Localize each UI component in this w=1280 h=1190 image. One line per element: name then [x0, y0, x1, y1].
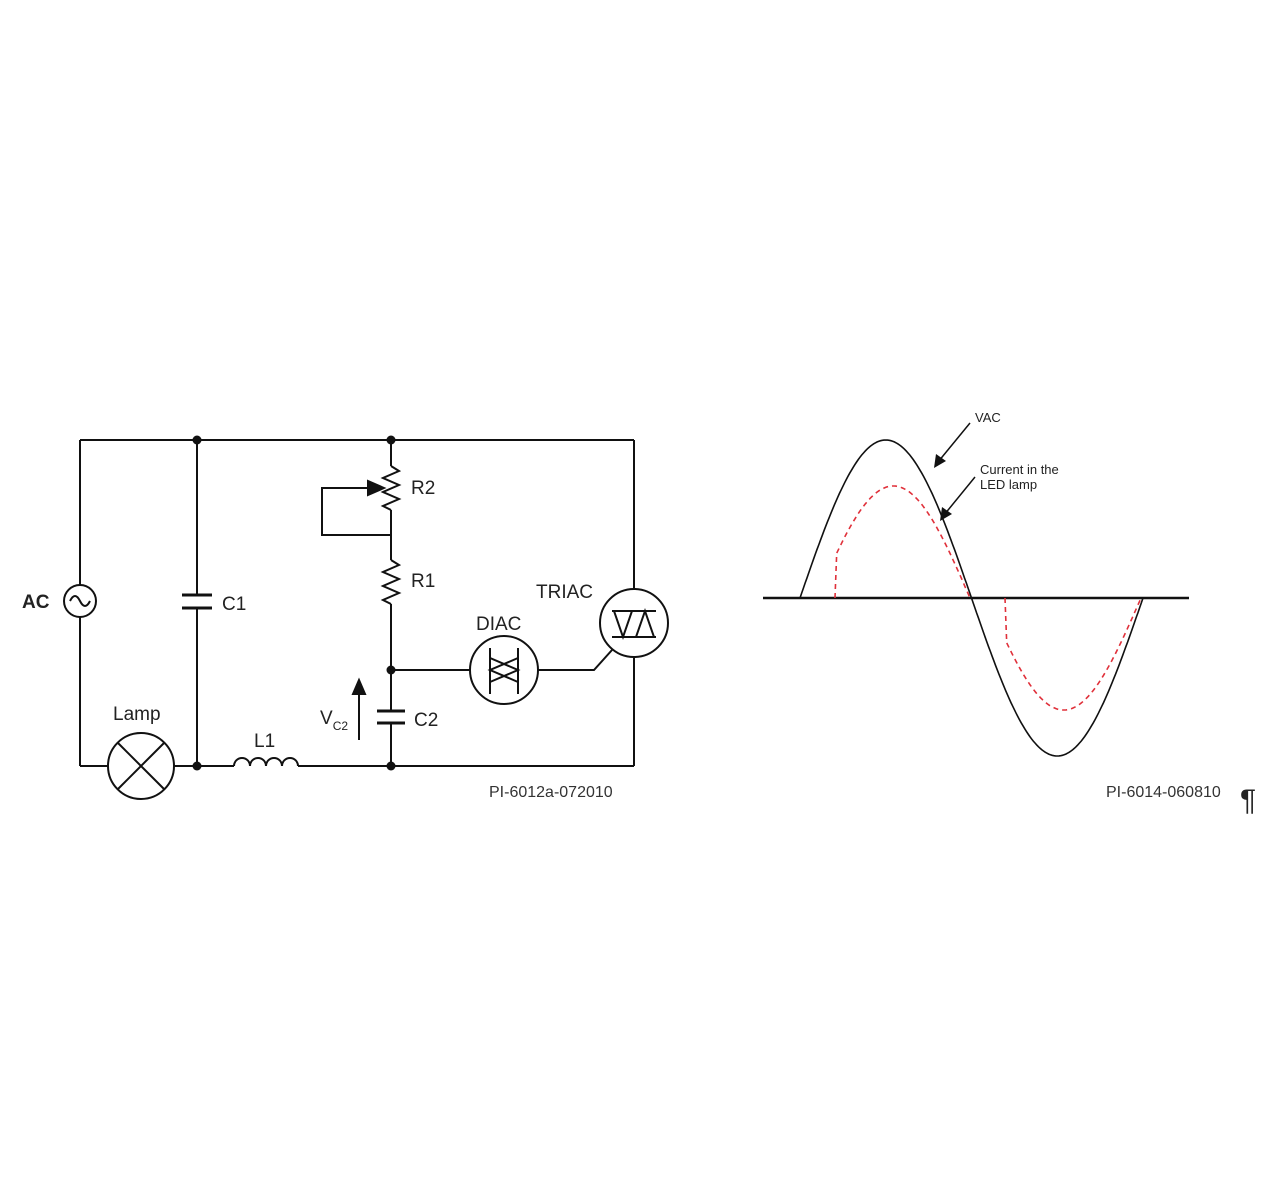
lamp-symbol [107, 732, 175, 800]
resistor-r2 [380, 465, 402, 511]
vac-pointer-line [937, 422, 971, 463]
ac-source-symbol [63, 584, 97, 618]
circuit-labels: AC Lamp C1 L1 R2 R1 VC2 C2 DIAC TRIAC PI… [22, 478, 613, 801]
circuit-figure-id: PI-6012a-072010 [489, 784, 613, 801]
triac-symbol [599, 588, 669, 658]
current-pointer-head [940, 507, 952, 521]
diac-triangle-up [489, 656, 521, 684]
vac-pointer-head [934, 454, 946, 468]
diac-to-triac-gate-wire [538, 649, 613, 671]
vc2-main: V [320, 708, 333, 729]
current-curve [834, 485, 1142, 711]
r1-label: R1 [411, 571, 435, 592]
current-label-line1: Current in the [980, 462, 1059, 477]
lamp-label: Lamp [113, 704, 161, 725]
r2-label: R2 [411, 478, 435, 499]
circuit-schematic [63, 435, 669, 800]
vc2-label: VC2 [320, 708, 348, 733]
lamp-cross-b [117, 742, 165, 790]
r2-wiper-arrow [367, 479, 387, 497]
triac-triangle-right [634, 607, 656, 638]
diac-label: DIAC [476, 614, 521, 635]
junction-dot [386, 665, 396, 675]
inductor-l1 [233, 757, 299, 767]
ac-sine-icon [69, 595, 91, 607]
vc2-subscript: C2 [333, 719, 349, 733]
triac-triangle-left [612, 610, 634, 641]
junction-dot [192, 435, 202, 445]
r2-wiper-loop [321, 487, 391, 536]
ac-label: AC [22, 592, 50, 613]
resistor-r1 [380, 559, 402, 605]
junction-dot [386, 761, 396, 771]
vc2-arrow-head [351, 677, 367, 695]
junction-dot [192, 761, 202, 771]
diac-triangle-down [487, 656, 519, 684]
vac-curve [799, 439, 1144, 757]
c2-label: C2 [414, 710, 438, 731]
triac-label: TRIAC [536, 582, 593, 603]
waveform-figure-id: PI-6014-060810 [1106, 784, 1221, 801]
current-pointer-line [943, 476, 976, 516]
c1-label: C1 [222, 594, 246, 615]
pilcrow-mark: ¶ [1240, 784, 1256, 817]
waveform-diagram: VAC Current in the LED lamp PI-6014-0608… [763, 410, 1256, 817]
junction-dot [386, 435, 396, 445]
vac-label: VAC [975, 410, 1001, 425]
diac-symbol [469, 635, 539, 705]
current-label-line2: LED lamp [980, 477, 1037, 492]
l1-label: L1 [254, 731, 275, 752]
